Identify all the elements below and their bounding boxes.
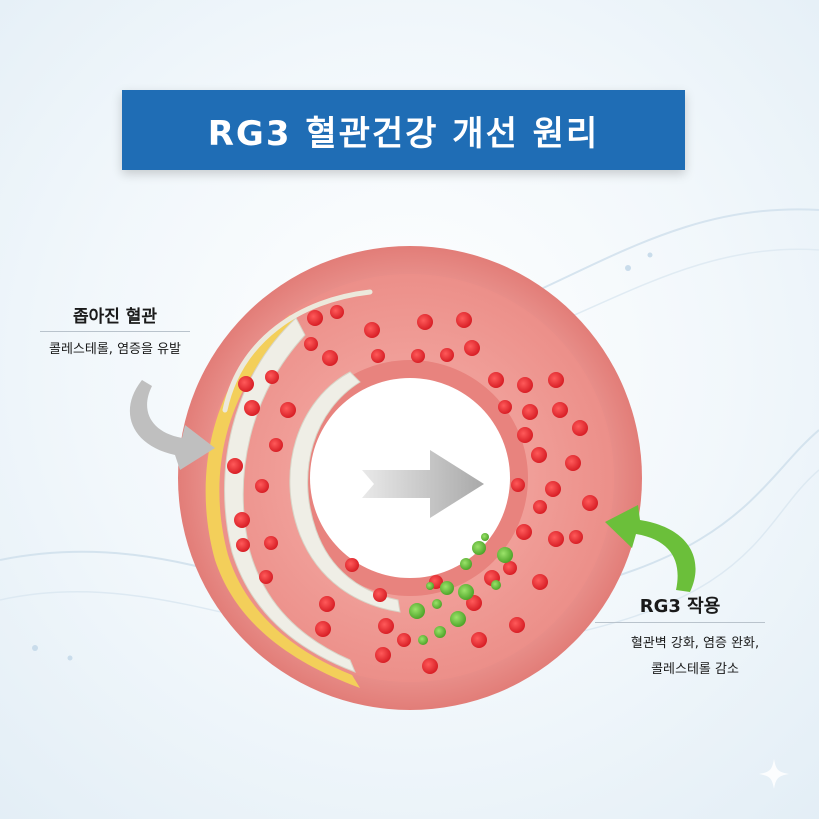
flow-arrow-icon	[362, 450, 484, 518]
narrowed-vessel-description: 콜레스테롤, 염증을 유발	[49, 342, 181, 357]
narrowed-vessel-label: 좁아진 혈관 콜레스테롤, 염증을 유발	[10, 302, 220, 357]
narrowed-vessel-heading: 좁아진 혈관	[40, 302, 190, 332]
red-blood-cells	[227, 305, 598, 674]
outer-fat-layer	[205, 315, 360, 688]
sparkle-icon	[759, 759, 789, 789]
rg3-effect-heading: RG3 작용	[595, 592, 765, 623]
rg3-effect-description-line1: 혈관벽 강화, 염증 완화,	[630, 636, 760, 651]
page-title: RG3 혈관건강 개선 원리	[207, 113, 600, 154]
outer-plaque-rim	[222, 289, 373, 413]
green-curved-arrow-icon	[605, 505, 696, 592]
inner-plaque	[289, 371, 401, 613]
title-banner: RG3 혈관건강 개선 원리	[122, 90, 685, 170]
gray-curved-arrow-icon	[129, 380, 215, 470]
rg3-effect-description-line2: 콜레스테롤 감소	[651, 662, 739, 677]
rg3-effect-description: 혈관벽 강화, 염증 완화, 콜레스테롤 감소	[595, 631, 795, 683]
rg3-effect-label: RG3 작용 혈관벽 강화, 염증 완화, 콜레스테롤 감소	[595, 592, 810, 683]
rg3-particles	[409, 533, 513, 645]
